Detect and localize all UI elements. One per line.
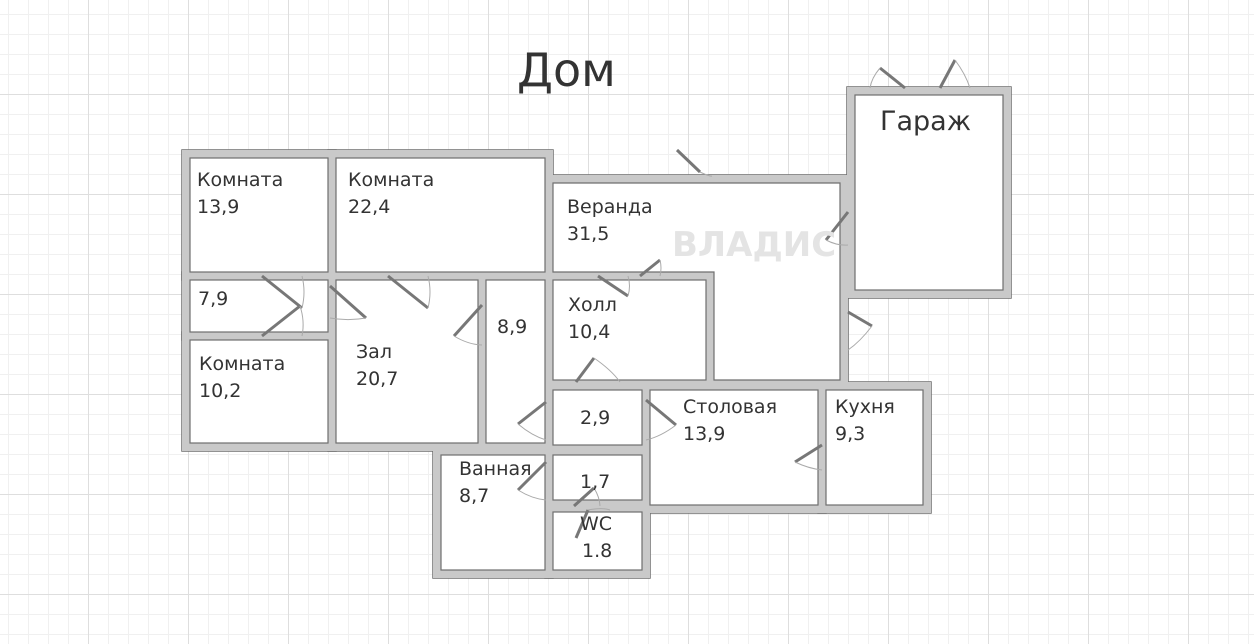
room	[485, 279, 546, 444]
door-leaf	[639, 258, 661, 278]
door-swing-arc	[593, 357, 621, 383]
room-name: Веранда	[567, 196, 653, 218]
door-leaf	[597, 274, 629, 298]
door-leaf	[675, 148, 702, 174]
room-name: Гараж	[880, 106, 971, 137]
door-leaf	[938, 59, 957, 89]
room-name: Зал	[356, 341, 392, 363]
room-name: Холл	[568, 294, 617, 316]
plan-title: Дом	[517, 43, 616, 97]
room	[552, 279, 707, 381]
door-leaf	[387, 274, 429, 310]
door-swing-arc	[427, 275, 431, 309]
door-leaf	[452, 303, 484, 338]
room	[189, 339, 329, 444]
watermark-logo: ВЛАДИС	[672, 225, 836, 265]
door-leaf	[517, 400, 547, 426]
room-area: 13,9	[197, 196, 239, 218]
room	[825, 389, 924, 506]
door-leaf	[879, 66, 906, 90]
door-swing-arc	[645, 424, 677, 441]
room	[649, 389, 819, 506]
door-leaf	[516, 460, 548, 492]
room	[552, 454, 643, 501]
door-swing-arc	[954, 59, 971, 89]
door-swing-arc	[847, 325, 873, 351]
room	[552, 389, 643, 446]
door-leaf	[329, 284, 367, 320]
door-swing-arc	[659, 259, 662, 277]
room	[552, 511, 643, 571]
door-swing-arc	[825, 239, 849, 246]
door-swing-arc	[517, 489, 547, 501]
room-name: WC	[580, 513, 612, 535]
room-area: 31,5	[567, 223, 609, 245]
door-swing-arc	[794, 461, 823, 471]
door-leaf	[824, 211, 850, 241]
door-swing-arc	[699, 171, 713, 177]
door-leaf	[574, 509, 590, 539]
room	[335, 157, 546, 273]
room-area: 1.8	[582, 540, 612, 562]
door-leaf	[794, 443, 823, 464]
door-leaf	[847, 310, 873, 328]
door-swing-arc	[453, 335, 483, 346]
room-area: 10,2	[199, 380, 241, 402]
door-leaf	[645, 398, 677, 427]
door-swing-arc	[593, 487, 601, 507]
room-area: 1,7	[580, 471, 610, 493]
room-name: Комната	[348, 169, 434, 191]
room-area: 8,9	[497, 316, 527, 338]
door-leaf	[574, 357, 596, 383]
door-leaf	[261, 274, 303, 310]
room	[440, 454, 546, 571]
room-area: 13,9	[683, 423, 725, 445]
room-area: 9,3	[835, 423, 865, 445]
room-veranda	[552, 182, 841, 381]
door-swing-arc	[869, 67, 881, 89]
door-leaf	[261, 304, 301, 338]
door-leaf	[572, 486, 596, 508]
room	[854, 94, 1004, 291]
room-name: Столовая	[683, 396, 777, 418]
room	[189, 279, 329, 333]
room-name: Ванная	[459, 458, 532, 480]
door-swing-arc	[517, 423, 547, 441]
room-area: 20,7	[356, 368, 398, 390]
door-swing-arc	[299, 305, 304, 337]
door-swing-arc	[301, 275, 305, 309]
room-area: 2,9	[580, 407, 610, 429]
door-swing-arc	[627, 275, 630, 297]
room-name: Комната	[197, 169, 283, 191]
room-area: 10,4	[568, 321, 610, 343]
room	[335, 279, 479, 444]
door-swing-arc	[587, 508, 611, 511]
room-name: Комната	[199, 353, 285, 375]
room-area: 7,9	[198, 288, 228, 310]
room-area: 22,4	[348, 196, 390, 218]
room-area: 8,7	[459, 485, 489, 507]
door-swing-arc	[329, 317, 367, 321]
room-name: Кухня	[835, 396, 895, 418]
room	[189, 157, 329, 273]
